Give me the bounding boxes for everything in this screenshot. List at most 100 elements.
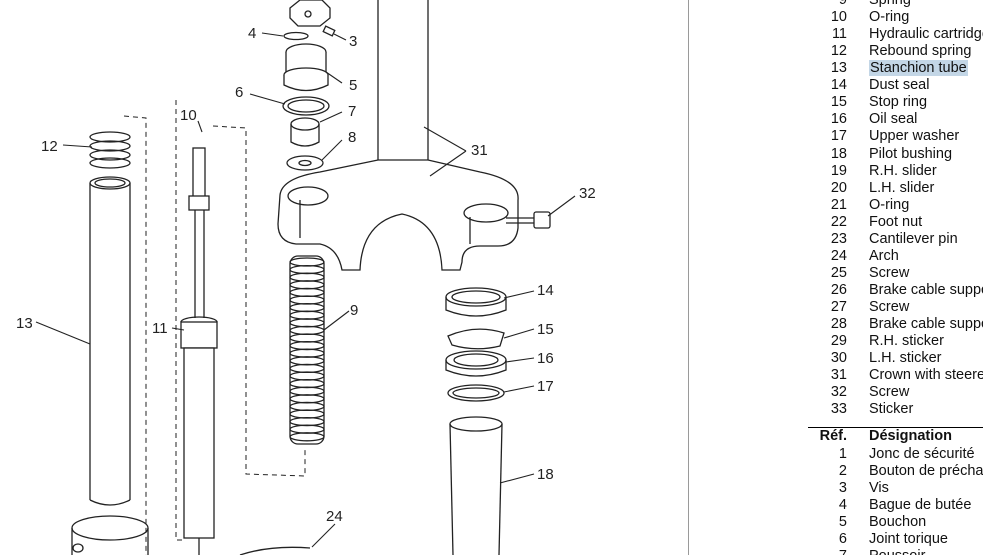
top-cap-stack xyxy=(282,0,336,171)
part-name-text: Bague de butée xyxy=(869,497,972,514)
spring-coil xyxy=(289,371,325,381)
spring-coil xyxy=(289,272,325,282)
spring-coil xyxy=(289,257,325,267)
part-name: Joint torique xyxy=(869,531,948,547)
callout-16: 16 xyxy=(537,350,554,367)
part-name-text: Screw xyxy=(869,384,910,401)
part-number: 21 xyxy=(830,196,847,213)
part-name: Cantilever pin xyxy=(869,231,958,247)
part-name-text: Vis xyxy=(869,480,889,497)
part-number: 33 xyxy=(830,401,847,418)
part-name-text: Crown with steerer xyxy=(869,367,983,384)
part-name: Désignation xyxy=(869,428,952,444)
spring-coil xyxy=(289,416,325,427)
part-number: 7 xyxy=(808,548,847,555)
callout-24: 24 xyxy=(326,508,343,525)
rebound-spring-part xyxy=(89,131,131,169)
part-name-text: R.H. slider xyxy=(869,162,937,179)
part-number: 20 xyxy=(830,179,847,196)
spring-coil xyxy=(289,280,325,290)
part-name: Foot nut xyxy=(869,214,922,230)
part-name: Upper washer xyxy=(869,128,959,144)
part-name-text: Jonc de sécurité xyxy=(869,446,975,462)
exploded-fork-diagram: 4 3 5 6 7 8 9 10 11 12 13 14 15 16 17 18… xyxy=(16,0,596,555)
spring-coil xyxy=(289,348,325,358)
part-number: 3 xyxy=(838,480,847,497)
part-name: Screw xyxy=(869,265,909,281)
callout-13: 13 xyxy=(16,315,33,332)
part-name-text: Bouchon xyxy=(869,514,927,531)
part-name-text: Screw xyxy=(869,264,910,281)
callout-10: 10 xyxy=(180,107,197,124)
spring-coil xyxy=(289,325,325,336)
spring-coil xyxy=(289,401,325,412)
callout-8: 8 xyxy=(348,129,356,146)
part-number: 17 xyxy=(830,128,847,145)
crown-screw-part xyxy=(506,211,551,229)
part-number: 30 xyxy=(830,350,847,367)
seal-stack xyxy=(445,287,507,402)
part-number: 14 xyxy=(830,77,847,94)
part-name-text: Pilot bushing xyxy=(869,145,953,162)
hydraulic-cartridge-part xyxy=(180,147,218,555)
spring-coil xyxy=(289,302,325,313)
parts-row: 18 Pilot bushing xyxy=(808,146,983,163)
part-name: Poussoir xyxy=(869,548,925,555)
parts-row: 21 O-ring xyxy=(808,197,983,214)
part-number: 13 xyxy=(830,60,847,77)
part-name-text: Désignation xyxy=(869,428,952,444)
part-name: Screw xyxy=(869,384,909,400)
callout-7: 7 xyxy=(348,103,356,120)
part-name-text: O-ring xyxy=(869,196,910,213)
parts-row: 4 Bague de butée xyxy=(808,497,983,514)
part-name-text: Stop ring xyxy=(869,94,928,111)
spring-coil xyxy=(289,333,325,343)
main-spring-part xyxy=(289,255,325,445)
part-name-text: Screw xyxy=(869,298,910,315)
part-name: R.H. slider xyxy=(869,163,937,179)
part-name-text: Brake cable support xyxy=(869,316,983,332)
assembly-guide-lines xyxy=(123,100,306,555)
crown-steerer-part xyxy=(277,0,519,271)
part-number: 18 xyxy=(830,145,847,162)
part-number: 2 xyxy=(838,463,847,480)
part-number: 6 xyxy=(838,531,847,548)
part-number: Réf. xyxy=(819,428,847,444)
part-name: Bague de butée xyxy=(869,497,971,513)
part-number: 28 xyxy=(830,316,847,332)
spring-coil xyxy=(289,264,325,275)
part-number: 12 xyxy=(830,43,847,60)
parts-row: 3 Vis xyxy=(808,480,983,497)
part-number: 11 xyxy=(831,26,847,43)
spring-coil xyxy=(289,340,325,351)
leader-lines xyxy=(35,32,576,548)
part-name: Vis xyxy=(869,480,889,496)
part-name-text: R.H. sticker xyxy=(869,333,944,349)
part-name: Pilot bushing xyxy=(869,146,952,162)
part-number: 23 xyxy=(830,230,847,247)
part-name: R.H. sticker xyxy=(869,333,944,349)
callout-9: 9 xyxy=(350,302,358,319)
part-name-text: Brake cable support xyxy=(869,281,983,298)
callout-6: 6 xyxy=(235,84,243,101)
part-name: Hydraulic cartridge xyxy=(869,26,983,42)
part-number: 4 xyxy=(838,497,847,514)
stanchion-tube-part xyxy=(89,176,131,506)
part-name: Dust seal xyxy=(869,77,929,93)
table-divider xyxy=(808,427,983,428)
part-name-text: Spring xyxy=(869,0,911,8)
part-name-text: Dust seal xyxy=(869,77,930,94)
part-name: Spring xyxy=(869,0,911,8)
part-name-text: Upper washer xyxy=(869,128,960,145)
part-number: 24 xyxy=(830,247,847,264)
part-number: 5 xyxy=(838,514,847,531)
part-number: 15 xyxy=(830,94,847,111)
part-number: 10 xyxy=(830,9,847,26)
